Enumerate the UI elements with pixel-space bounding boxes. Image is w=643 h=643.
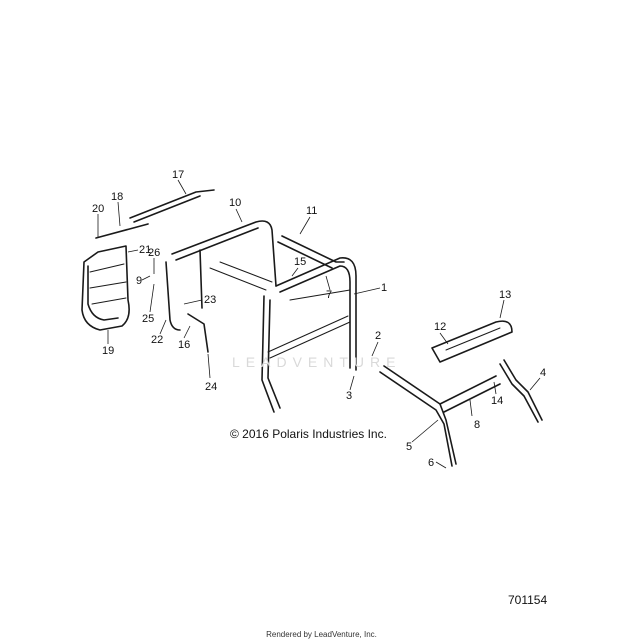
- callout-5: 5: [406, 441, 412, 453]
- callout-22: 22: [151, 334, 163, 346]
- callout-21: 21: [139, 244, 151, 256]
- callout-1: 1: [381, 282, 387, 294]
- callout-16: 16: [178, 339, 190, 351]
- callout-17: 17: [172, 169, 184, 181]
- callout-11: 11: [306, 205, 317, 217]
- front-cab-frame: [261, 257, 357, 413]
- callout-24: 24: [205, 381, 217, 393]
- callout-10: 10: [229, 197, 241, 209]
- copyright-notice: © 2016 Polaris Industries Inc.: [230, 427, 387, 441]
- callout-19: 19: [102, 345, 114, 357]
- diagram-number: 701154: [508, 593, 548, 607]
- callout-6: 6: [428, 457, 434, 469]
- callout-25: 25: [142, 313, 154, 325]
- side-net-frame: [81, 245, 130, 331]
- front-windshield-frame: [379, 359, 543, 467]
- diagonal-brace: [187, 313, 209, 353]
- callout-9: 9: [136, 275, 142, 287]
- callout-8: 8: [474, 419, 480, 431]
- callout-26: 26: [148, 247, 160, 259]
- callout-7: 7: [326, 289, 332, 301]
- callout-15: 15: [294, 256, 306, 268]
- callout-20: 20: [92, 203, 104, 215]
- leader-lines: [97, 179, 541, 469]
- callout-12: 12: [434, 321, 446, 333]
- callout-14: 14: [491, 395, 503, 407]
- roof-brace: [277, 235, 345, 269]
- rear-frame: [165, 220, 277, 331]
- callout-4: 4: [540, 367, 546, 379]
- callout-labels: 1 2 3 4 5 6 7 8 9 10 11 12 13 14 15 16 1…: [92, 169, 546, 469]
- grab-bar: [95, 189, 215, 239]
- callout-3: 3: [346, 390, 352, 402]
- callout-18: 18: [111, 191, 123, 203]
- callout-13: 13: [499, 289, 511, 301]
- dash-panel: [431, 320, 513, 363]
- watermark-text: LEADVENTURE: [232, 354, 402, 370]
- render-credit: Rendered by LeadVenture, Inc.: [266, 630, 377, 639]
- callout-2: 2: [375, 330, 381, 342]
- callout-23: 23: [204, 294, 216, 306]
